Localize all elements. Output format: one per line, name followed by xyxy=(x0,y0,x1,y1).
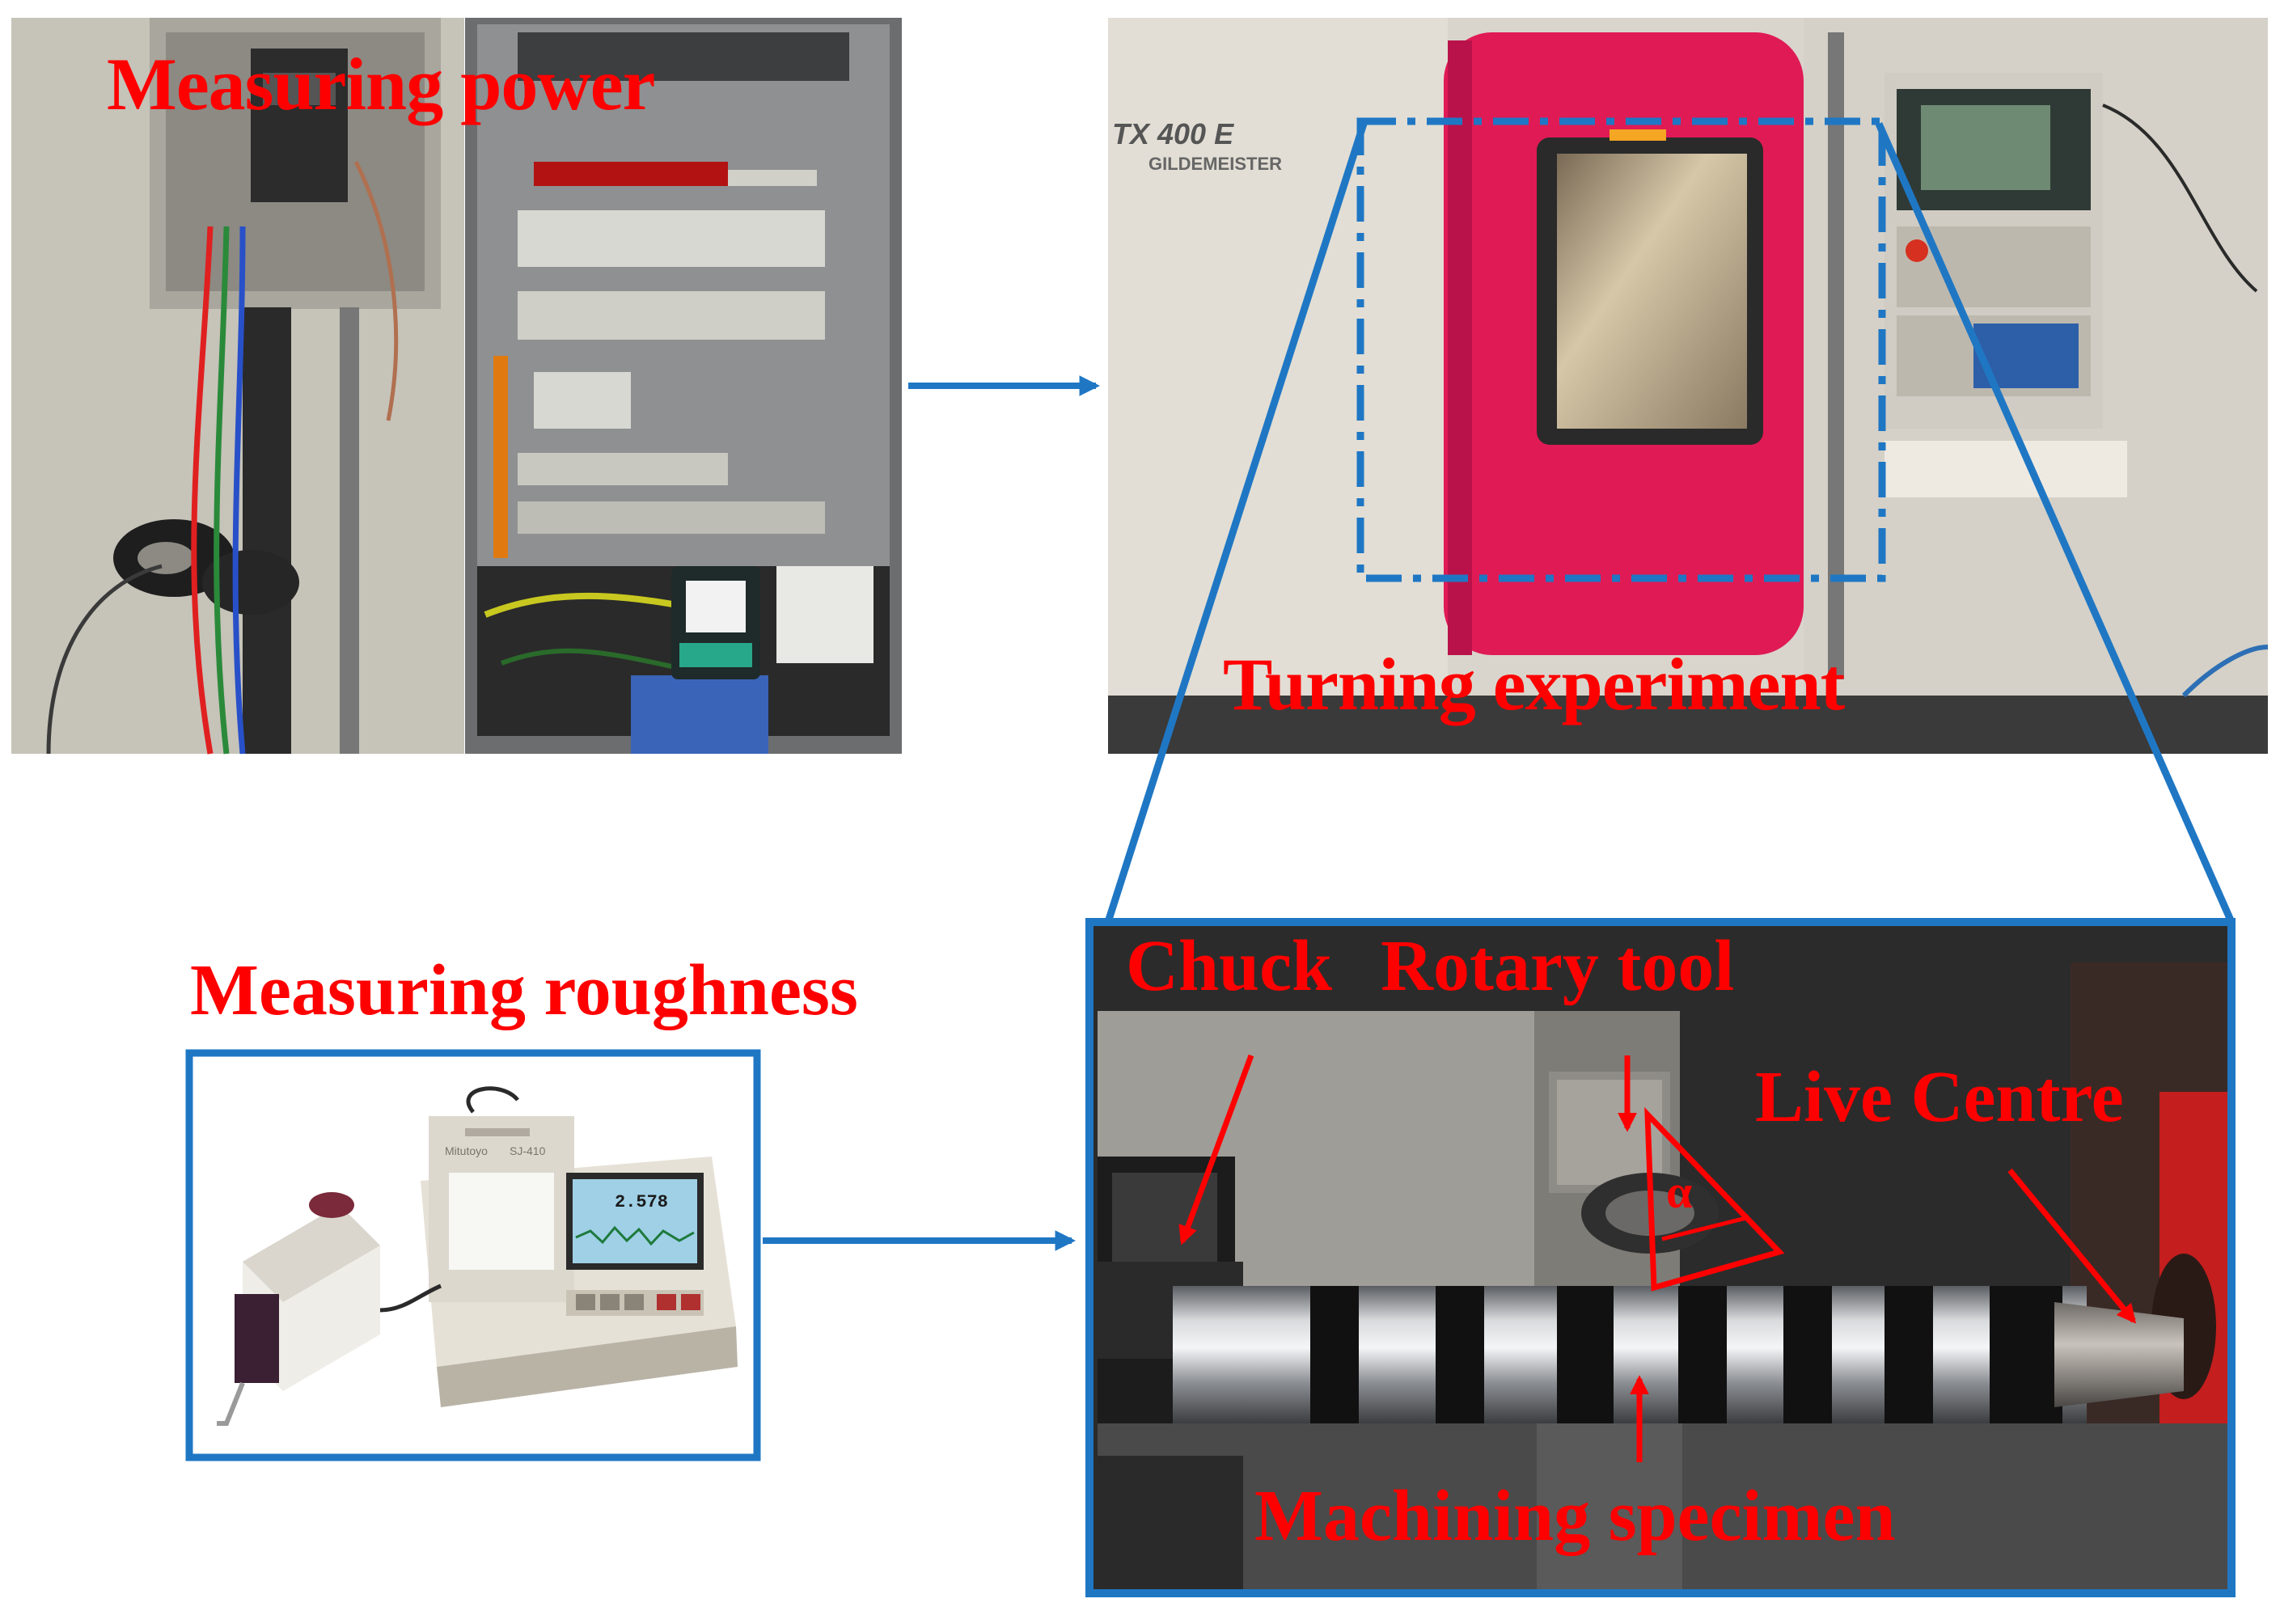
machining-specimen-label: Machining specimen xyxy=(1254,1476,1896,1556)
callouts xyxy=(1178,1054,2137,1462)
alpha-label: α xyxy=(1666,1165,1693,1218)
power-measurement-photo xyxy=(11,18,902,755)
turning-experiment-label: Turning experiment xyxy=(1223,643,1845,725)
live-centre-label: Live Centre xyxy=(1755,1057,2124,1137)
measuring-roughness-label: Measuring roughness xyxy=(190,950,858,1030)
angle-indicator xyxy=(1661,1215,1750,1241)
rotary-tool-label: Rotary tool xyxy=(1381,926,1735,1006)
machine-brand-text: GILDEMEISTER xyxy=(1148,154,1282,174)
diagram-frames xyxy=(185,117,2236,1597)
tester-model-text: SJ-410 xyxy=(510,1144,546,1157)
measuring-power-label: Measuring power xyxy=(107,43,655,125)
live-centre-arrow xyxy=(2007,1168,2137,1324)
tester-reading: 2.578 xyxy=(615,1192,668,1212)
roughness-frame xyxy=(185,1049,761,1461)
black-bands xyxy=(1310,1286,2062,1423)
chuck-label: Chuck xyxy=(1126,926,1333,1006)
chuck-arrow xyxy=(1178,1054,1254,1245)
machine-model-text: TX 400 E xyxy=(1112,117,1234,150)
tool-angle-triangle xyxy=(1644,1106,1785,1292)
closeup-frame xyxy=(1085,918,2236,1597)
zoom-line-left xyxy=(1104,122,1368,924)
tester-brand-text: Mitutoyo xyxy=(445,1144,488,1157)
roughness-tester-photo: Mitutoyo SJ-410 2.578 xyxy=(197,1061,752,1453)
cnc-lathe-photo: TX 400 E GILDEMEISTER xyxy=(1108,18,2269,754)
zoom-line-right xyxy=(1875,122,2236,924)
zoom-region-box xyxy=(1356,117,1886,582)
